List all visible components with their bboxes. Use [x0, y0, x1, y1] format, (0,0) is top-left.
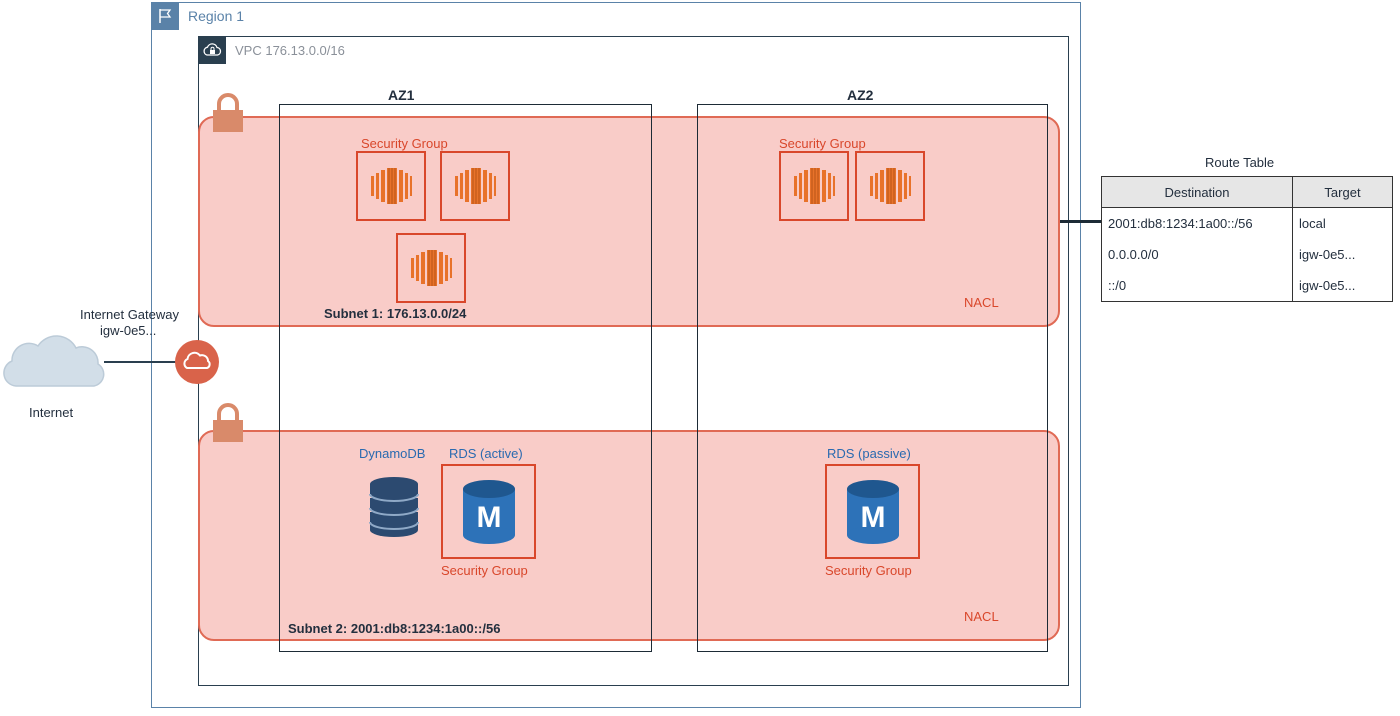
az1-container	[279, 104, 652, 652]
security-group-label: Security Group	[361, 136, 448, 151]
internet-cloud-icon	[2, 334, 106, 390]
route-target: local	[1299, 216, 1326, 231]
rds-icon-letter: M	[476, 501, 501, 534]
rds-icon-letter: M	[860, 501, 885, 534]
vpc-label: VPC 176.13.0.0/16	[235, 43, 345, 58]
ec2-instance-icon	[440, 151, 510, 221]
gateway-connector-line	[104, 361, 176, 363]
internet-gateway-icon	[174, 339, 220, 385]
route-destination: 2001:db8:1234:1a00::/56	[1101, 207, 1293, 239]
rds-passive-label: RDS (passive)	[827, 446, 911, 461]
ec2-instance-icon	[855, 151, 925, 221]
column-header-destination: Destination	[1101, 176, 1293, 208]
rds-passive-security-group: M	[825, 464, 920, 559]
route-table: Destination Target 2001:db8:1234:1a00::/…	[1101, 176, 1393, 302]
padlock-icon	[211, 403, 245, 442]
ec2-instance-icon	[396, 233, 466, 303]
nacl-label: NACL	[964, 609, 999, 624]
rds-active-security-group: M	[441, 464, 536, 559]
table-row: 0.0.0.0/0 igw-0e5...	[1101, 239, 1393, 270]
ec2-instance-icon	[356, 151, 426, 221]
rds-mysql-icon: M	[846, 479, 899, 544]
column-header-target: Target	[1292, 176, 1393, 208]
internet-gateway-id: igw-0e5...	[100, 323, 157, 338]
dynamodb-label: DynamoDB	[359, 446, 426, 461]
route-destination: ::/0	[1101, 270, 1293, 302]
ec2-instance-icon	[779, 151, 849, 221]
region-label: Region 1	[188, 8, 245, 24]
flag-icon	[151, 2, 179, 30]
region-container	[151, 2, 1081, 708]
nacl-label: NACL	[964, 295, 999, 310]
route-table-connector	[1060, 220, 1102, 223]
cloud-lock-icon	[198, 36, 226, 64]
rds-active-label: RDS (active)	[449, 446, 523, 461]
internet-label: Internet	[29, 405, 74, 420]
security-group-label: Security Group	[779, 136, 866, 151]
subnet-1-label: Subnet 1: 176.13.0.0/24	[324, 306, 467, 321]
internet-gateway-title: Internet Gateway	[80, 307, 179, 322]
route-target: igw-0e5...	[1299, 278, 1356, 293]
az2-label: AZ2	[847, 87, 874, 103]
table-row: 2001:db8:1234:1a00::/56 local	[1101, 207, 1393, 239]
table-row: ::/0 igw-0e5...	[1101, 270, 1393, 302]
security-group-label: Security Group	[825, 563, 912, 578]
rds-mysql-icon: M	[462, 479, 515, 544]
az1-label: AZ1	[388, 87, 415, 103]
az2-container	[697, 104, 1048, 652]
route-table-header: Destination Target	[1101, 176, 1393, 208]
route-table-title: Route Table	[1205, 155, 1275, 170]
route-destination: 0.0.0.0/0	[1101, 239, 1293, 270]
subnet-2-label: Subnet 2: 2001:db8:1234:1a00::/56	[288, 621, 501, 636]
padlock-icon	[211, 93, 245, 132]
security-group-label: Security Group	[441, 563, 528, 578]
route-target: igw-0e5...	[1299, 247, 1356, 262]
dynamodb-icon	[366, 476, 422, 538]
